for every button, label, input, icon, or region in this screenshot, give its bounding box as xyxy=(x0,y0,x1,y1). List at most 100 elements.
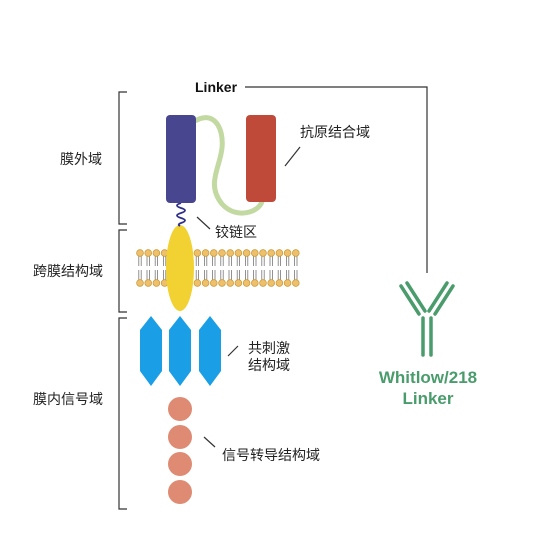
lipid-head xyxy=(234,279,243,287)
lipid-head xyxy=(242,279,251,287)
transmembrane-label: 跨膜结构域 xyxy=(33,264,103,280)
antigen-binding-pointer xyxy=(284,146,301,167)
costimulatory-domains xyxy=(140,316,221,386)
costim-domain-2 xyxy=(169,316,191,386)
linker-peptide xyxy=(192,115,265,216)
lipid-head xyxy=(193,249,202,257)
light-chain-domain xyxy=(246,115,276,202)
lipid-head xyxy=(251,279,259,287)
costim-domain-3 xyxy=(199,316,221,386)
lipid-head xyxy=(267,279,275,287)
lipid-head xyxy=(152,279,161,287)
linker-connector-line xyxy=(245,86,428,273)
cell-membrane xyxy=(136,249,300,287)
lipid-tail xyxy=(138,270,142,280)
hinge-pointer xyxy=(196,216,211,230)
lipid-tail xyxy=(163,270,167,280)
lipid-head xyxy=(210,279,218,287)
lipid-tail xyxy=(245,270,249,280)
signal-domain-4 xyxy=(168,480,192,504)
lipid-head xyxy=(193,279,202,287)
transmembrane-bracket xyxy=(118,229,127,313)
lipid-tail xyxy=(236,256,240,266)
lipid-head xyxy=(283,249,292,257)
lipid-head xyxy=(201,279,210,287)
linker-label: Linker xyxy=(195,79,238,95)
lipid-tail xyxy=(236,270,240,280)
lipid-head xyxy=(259,249,267,257)
signal-domain-3 xyxy=(168,452,192,476)
lipid-head xyxy=(242,249,251,257)
extracellular-bracket xyxy=(118,91,127,225)
lipid-tail xyxy=(212,256,216,266)
whitlow-label-line1: Whitlow/218 xyxy=(379,368,477,387)
transmembrane-domain xyxy=(166,225,194,311)
lipid-head xyxy=(201,249,210,257)
lipid-tail xyxy=(277,256,281,266)
hinge-region xyxy=(176,202,186,227)
signaling-label: 信号转导结构域 xyxy=(222,448,320,464)
costim-label-line1: 共刺激 xyxy=(248,340,290,357)
lipid-tail xyxy=(154,256,158,266)
lipid-tail xyxy=(245,256,249,266)
antigen-binding-label: 抗原结合域 xyxy=(300,125,370,141)
lipid-head xyxy=(144,249,152,257)
costim-label-line2: 结构域 xyxy=(248,358,290,374)
lipid-tail xyxy=(294,270,298,280)
lipid-head xyxy=(218,279,226,287)
costim-domain-1 xyxy=(140,316,162,386)
costim-pointer xyxy=(227,345,239,357)
lipid-tail xyxy=(154,270,158,280)
lipid-head xyxy=(275,249,284,257)
lipid-tail xyxy=(277,270,281,280)
lipid-head xyxy=(292,249,300,257)
lipid-tail xyxy=(269,270,273,280)
lipid-tail xyxy=(146,256,150,266)
signal-domain-2 xyxy=(168,425,192,449)
lipid-tail xyxy=(146,270,150,280)
lipid-head xyxy=(136,279,144,287)
lipid-tail xyxy=(163,256,167,266)
lipid-tail xyxy=(195,256,199,266)
lipid-tail xyxy=(220,270,224,280)
signaling-pointer xyxy=(203,436,216,448)
lipid-head xyxy=(234,249,243,257)
lipid-head xyxy=(275,279,284,287)
lipid-head xyxy=(152,249,161,257)
lipid-head xyxy=(136,249,144,257)
lipid-head xyxy=(251,249,259,257)
lipid-head xyxy=(218,249,226,257)
lipid-tail xyxy=(212,270,216,280)
lipid-tail xyxy=(253,270,257,280)
lipid-head xyxy=(267,249,275,257)
intracellular-label: 膜内信号域 xyxy=(33,392,103,408)
lipid-tail xyxy=(294,256,298,266)
extracellular-label: 膜外域 xyxy=(60,152,102,168)
hinge-label: 铰链区 xyxy=(215,225,257,241)
lipid-head xyxy=(144,279,152,287)
signal-domain-1 xyxy=(168,397,192,421)
lipid-head xyxy=(259,279,267,287)
lipid-head xyxy=(210,249,218,257)
lipid-tail xyxy=(204,270,208,280)
whitlow-label-line2: Linker xyxy=(402,389,453,408)
lipid-tail xyxy=(269,256,273,266)
lipid-tail xyxy=(253,256,257,266)
lipid-head xyxy=(226,249,234,257)
lipid-tail xyxy=(286,256,290,266)
lipid-tail xyxy=(138,256,142,266)
lipid-tail xyxy=(220,256,224,266)
lipid-head xyxy=(283,279,292,287)
lipid-tail xyxy=(228,256,232,266)
heavy-chain-domain xyxy=(166,115,196,203)
lipid-tail xyxy=(195,270,199,280)
intracellular-bracket xyxy=(118,317,127,510)
lipid-tail xyxy=(228,270,232,280)
lipid-tail xyxy=(204,256,208,266)
signaling-domains xyxy=(168,397,192,504)
lipid-head xyxy=(292,279,300,287)
lipid-tail xyxy=(261,256,265,266)
lipid-tail xyxy=(261,270,265,280)
lipid-tail xyxy=(286,270,290,280)
